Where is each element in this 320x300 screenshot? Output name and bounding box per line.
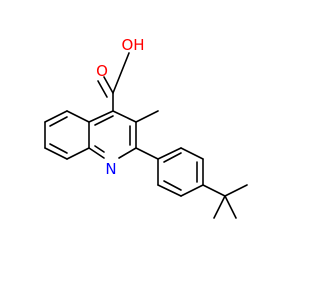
benzo-c4a-c5-bond bbox=[66, 110, 90, 123]
ring-c2-n-bond bbox=[118, 147, 137, 159]
molecule-structure: O OH N bbox=[44, 36, 248, 219]
phenyl-c1-c2-bond bbox=[157, 147, 182, 160]
bond-group bbox=[44, 52, 248, 219]
phenyl-c2-c3-bond bbox=[180, 147, 204, 160]
methyl-bond bbox=[135, 110, 159, 123]
hydroxyl-group-label: OH bbox=[121, 36, 144, 54]
phenyl-c5-c6-bond bbox=[157, 184, 182, 197]
ring-c4a-c4-double-bond bbox=[94, 115, 114, 126]
benzo-c8-c8a-bond bbox=[66, 147, 90, 160]
benzo-c7-c8-double-bond bbox=[49, 143, 68, 154]
carbonyl-oxygen-label: O bbox=[96, 62, 108, 80]
ring-n-c8a-bond bbox=[88, 147, 105, 159]
cooh-c-oh-bond bbox=[112, 52, 130, 94]
ring-c4a-c4-bond bbox=[88, 110, 114, 123]
benzo-c5-c6-bond bbox=[44, 110, 68, 123]
ring-n-c8a-double-bond bbox=[94, 145, 105, 153]
tbutyl-methyl-bond-3 bbox=[213, 195, 226, 219]
aryl-link-bond bbox=[135, 147, 159, 160]
tbutyl-methyl-bond-2 bbox=[224, 195, 237, 219]
ring-c4-c3-bond bbox=[112, 110, 137, 123]
phenyl-c5-c6-double-bond bbox=[163, 180, 182, 191]
tbutyl-link-bond bbox=[202, 184, 226, 197]
benzo-c7-c8-bond bbox=[44, 147, 68, 160]
atom-label-group: O OH N bbox=[96, 36, 144, 178]
phenyl-c4-c5-bond bbox=[180, 184, 204, 197]
phenyl-c1-c2-double-bond bbox=[163, 152, 182, 163]
cooh-c-o-bond-2 bbox=[97, 80, 108, 98]
ring-nitrogen-label: N bbox=[105, 160, 116, 178]
tbutyl-methyl-bond-1 bbox=[224, 184, 248, 197]
benzo-c5-c6-double-bond bbox=[49, 116, 68, 127]
cooh-c-o-bond-1 bbox=[103, 76, 114, 94]
